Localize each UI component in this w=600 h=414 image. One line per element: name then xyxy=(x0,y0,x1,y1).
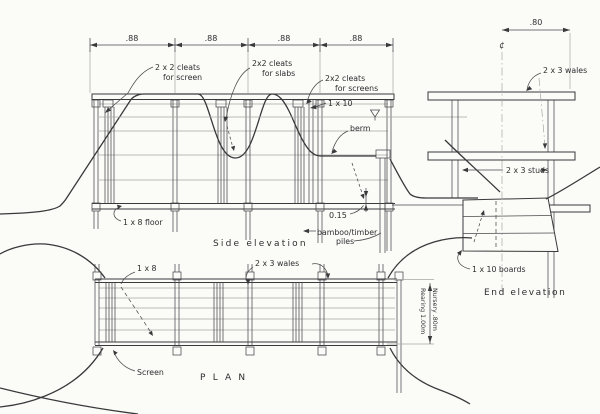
dim-rearing-text: Rearing 1.00m xyxy=(419,288,426,334)
label-piles-line1: bamboo/timber xyxy=(317,228,378,237)
plan-screen-slats xyxy=(105,282,303,342)
end-top-wale xyxy=(427,91,576,101)
floor-lines xyxy=(92,203,395,210)
end-mid-wale xyxy=(427,151,576,161)
label-2x3-wales-end: 2 x 3 wales xyxy=(543,66,587,75)
dim-88-4: .88 xyxy=(350,34,363,43)
label-1x10-boards: 1 x 10 boards xyxy=(472,265,526,274)
plan-post-caps xyxy=(92,271,404,356)
plan-end-pile xyxy=(396,280,402,393)
end-boards-joints xyxy=(462,215,555,234)
label-leaders xyxy=(106,66,382,242)
end-elevation-view: .80 ¢ 2 x 3 wales 2 x 3 studs 1 x 10 boa… xyxy=(427,18,600,298)
end-berm-right xyxy=(545,166,600,200)
dashed-leader-bay-arrow xyxy=(360,193,365,199)
label-cleats-screens-line2: for screens xyxy=(335,84,378,93)
plan-dim-arrowheads xyxy=(427,284,433,343)
footing-blocks xyxy=(91,202,394,212)
label-1x8-floor: 1 x 8 floor xyxy=(123,218,163,227)
label-berm: berm xyxy=(350,124,370,133)
side-elevation-caption: Side elevation xyxy=(213,239,308,249)
water-level-icon xyxy=(369,109,381,121)
label-1x8-plan: 1 x 8 xyxy=(137,264,157,273)
plan-label-leaders xyxy=(113,263,329,372)
dim-extension-lines xyxy=(89,50,394,93)
dashed-leader-bay xyxy=(351,162,364,197)
posts xyxy=(93,99,392,203)
boards-dashed-arrow xyxy=(480,210,485,216)
label-cleats-slabs-line2: for slabs xyxy=(262,69,295,78)
end-berm-left xyxy=(444,139,501,193)
plan-leader-arrowheads xyxy=(113,273,331,356)
dim-88-1: .88 xyxy=(126,34,139,43)
board-lines xyxy=(99,103,388,181)
centerline-symbol: ¢ xyxy=(499,41,504,51)
side-elevation-view: .88 .88 .88 .88 xyxy=(0,34,478,253)
dim-80-text: .80 xyxy=(530,18,543,27)
plan-board-lines xyxy=(99,287,395,331)
end-dim-arrowheads xyxy=(502,27,570,33)
label-piles-line2: piles xyxy=(336,237,354,246)
label-1x10: 1 x 10 xyxy=(328,99,352,108)
label-2x3-wales-plan: 2 x 3 wales xyxy=(255,259,299,268)
dim-nursery-text: Nursery .80m xyxy=(431,288,438,331)
end-side-wale-stub xyxy=(547,204,591,213)
end-elevation-caption: End elevation xyxy=(484,288,566,298)
dashed-leader-slab-arrow xyxy=(230,145,236,151)
end-studs xyxy=(451,100,555,298)
label-cleats-slabs-line1: 2x2 cleats xyxy=(252,59,292,68)
dim-015-arrowheads xyxy=(363,191,369,211)
dimension-arrowheads xyxy=(90,42,393,48)
dim-88-3: .88 xyxy=(278,34,291,43)
cleat-blocks xyxy=(91,99,394,108)
dashed-leader-slab xyxy=(226,125,234,149)
plan-berm-arc-bottom-right xyxy=(389,347,471,405)
wales-dashdot-leader xyxy=(538,77,546,147)
plan-berm-arc-bottom-left xyxy=(0,347,104,408)
plan-view: Nursery .80m Rearing 1.00m 1 x 8 2 x 3 w… xyxy=(0,237,473,414)
berm-ground-line xyxy=(0,93,478,215)
plan-caption: P L A N xyxy=(200,373,247,383)
top-plate xyxy=(91,93,395,100)
dim-015-text: 0.15 xyxy=(329,211,347,220)
dim-88-2: .88 xyxy=(205,34,218,43)
label-cleats-screen-line1: 2 x 2 cleats xyxy=(155,63,200,72)
berm-pile-cap xyxy=(375,149,391,159)
plan-berm-arc-top-right xyxy=(387,237,473,279)
end-boards-box xyxy=(462,197,559,253)
plan-dim-extensions xyxy=(387,279,434,345)
plan-berm-arc-top-left xyxy=(0,243,106,279)
plan-1x8-dashed-leader xyxy=(120,286,153,335)
dim-015-leader xyxy=(349,205,364,215)
label-cleats-screen-line2: for screen xyxy=(163,73,202,82)
label-cleats-screens-line1: 2x2 cleats xyxy=(325,74,365,83)
plan-posts xyxy=(94,264,384,345)
plan-wale-lines xyxy=(95,278,397,346)
label-screen: Screen xyxy=(137,368,164,377)
label-2x3-studs: 2 x 3 studs xyxy=(506,166,549,175)
piles xyxy=(93,158,392,253)
plan-berm-arc-bottom-edge xyxy=(0,387,139,414)
